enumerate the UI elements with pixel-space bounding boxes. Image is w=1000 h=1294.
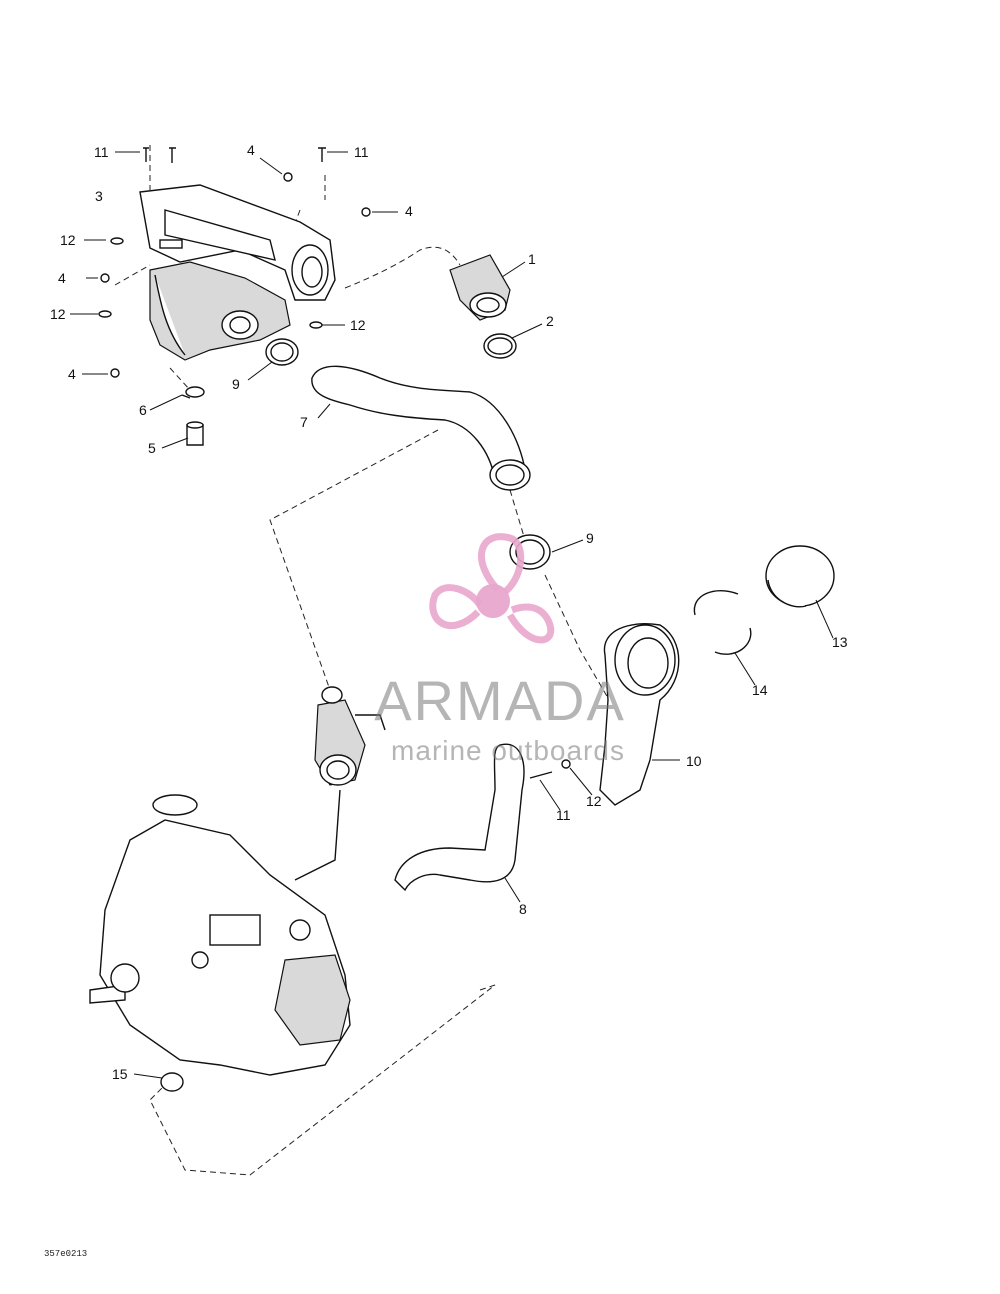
- callout-12-lower: 12: [586, 793, 602, 809]
- propeller-blade: [506, 603, 555, 644]
- callout-12-upper: 12: [60, 232, 76, 248]
- callout-11-top-left: 11: [94, 144, 109, 160]
- elbow-hardware: [529, 759, 571, 779]
- upper-duct-hose: [311, 365, 531, 491]
- intake-elbow: [599, 623, 680, 806]
- leader-lines: [70, 151, 834, 1079]
- airbox-hardware: [98, 147, 371, 378]
- callout-3: 3: [95, 188, 103, 204]
- callout-10: 10: [686, 753, 702, 769]
- callout-9-lower: 9: [586, 530, 594, 546]
- callout-numbers: 11 11 4 3 4 12 1 4 12 12 2 9 4 6 7 5 9 1…: [50, 142, 848, 1082]
- callout-6: 6: [139, 402, 147, 418]
- callout-11-top-right: 11: [354, 144, 369, 160]
- watermark-subtitle: marine outboards: [391, 735, 625, 766]
- callout-4-bottom: 4: [68, 366, 76, 382]
- propeller-logo: [429, 533, 555, 644]
- retaining-clips: [693, 590, 752, 655]
- airbox-silencer: [139, 184, 336, 361]
- callout-7: 7: [300, 414, 308, 430]
- callout-8: 8: [519, 901, 527, 917]
- armada-watermark: ARMADA marine outboards: [374, 533, 626, 766]
- callout-14: 14: [752, 682, 768, 698]
- callout-9-upper: 9: [232, 376, 240, 392]
- clamp-15: [160, 1072, 184, 1092]
- propeller-hub: [476, 584, 510, 618]
- callout-11-lower: 11: [556, 807, 571, 823]
- lower-intake-hose: [394, 743, 525, 892]
- cover-disc: [765, 545, 835, 608]
- callout-13: 13: [832, 634, 848, 650]
- clamp-2: [483, 333, 517, 359]
- callout-2: 2: [546, 313, 554, 329]
- callout-15: 15: [112, 1066, 128, 1082]
- propeller-blade: [429, 584, 483, 629]
- drain-plug: [186, 421, 204, 446]
- hose-routing-lines: [114, 145, 616, 1176]
- throttle-boot: [314, 686, 386, 786]
- engine-block: [89, 789, 351, 1076]
- callout-4-top: 4: [247, 142, 255, 158]
- callout-12-left: 12: [50, 306, 66, 322]
- watermark-title: ARMADA: [374, 669, 626, 732]
- document-code: 357e0213: [44, 1249, 87, 1259]
- callout-4-right: 4: [405, 203, 413, 219]
- propeller-blade: [478, 533, 525, 595]
- callout-5: 5: [148, 440, 156, 456]
- callout-4-left: 4: [58, 270, 66, 286]
- callout-1: 1: [528, 251, 536, 267]
- drain-clip: [181, 386, 205, 399]
- callout-12-right: 12: [350, 317, 366, 333]
- intake-adaptor: [449, 254, 511, 321]
- clamp-9-upper: [265, 338, 299, 366]
